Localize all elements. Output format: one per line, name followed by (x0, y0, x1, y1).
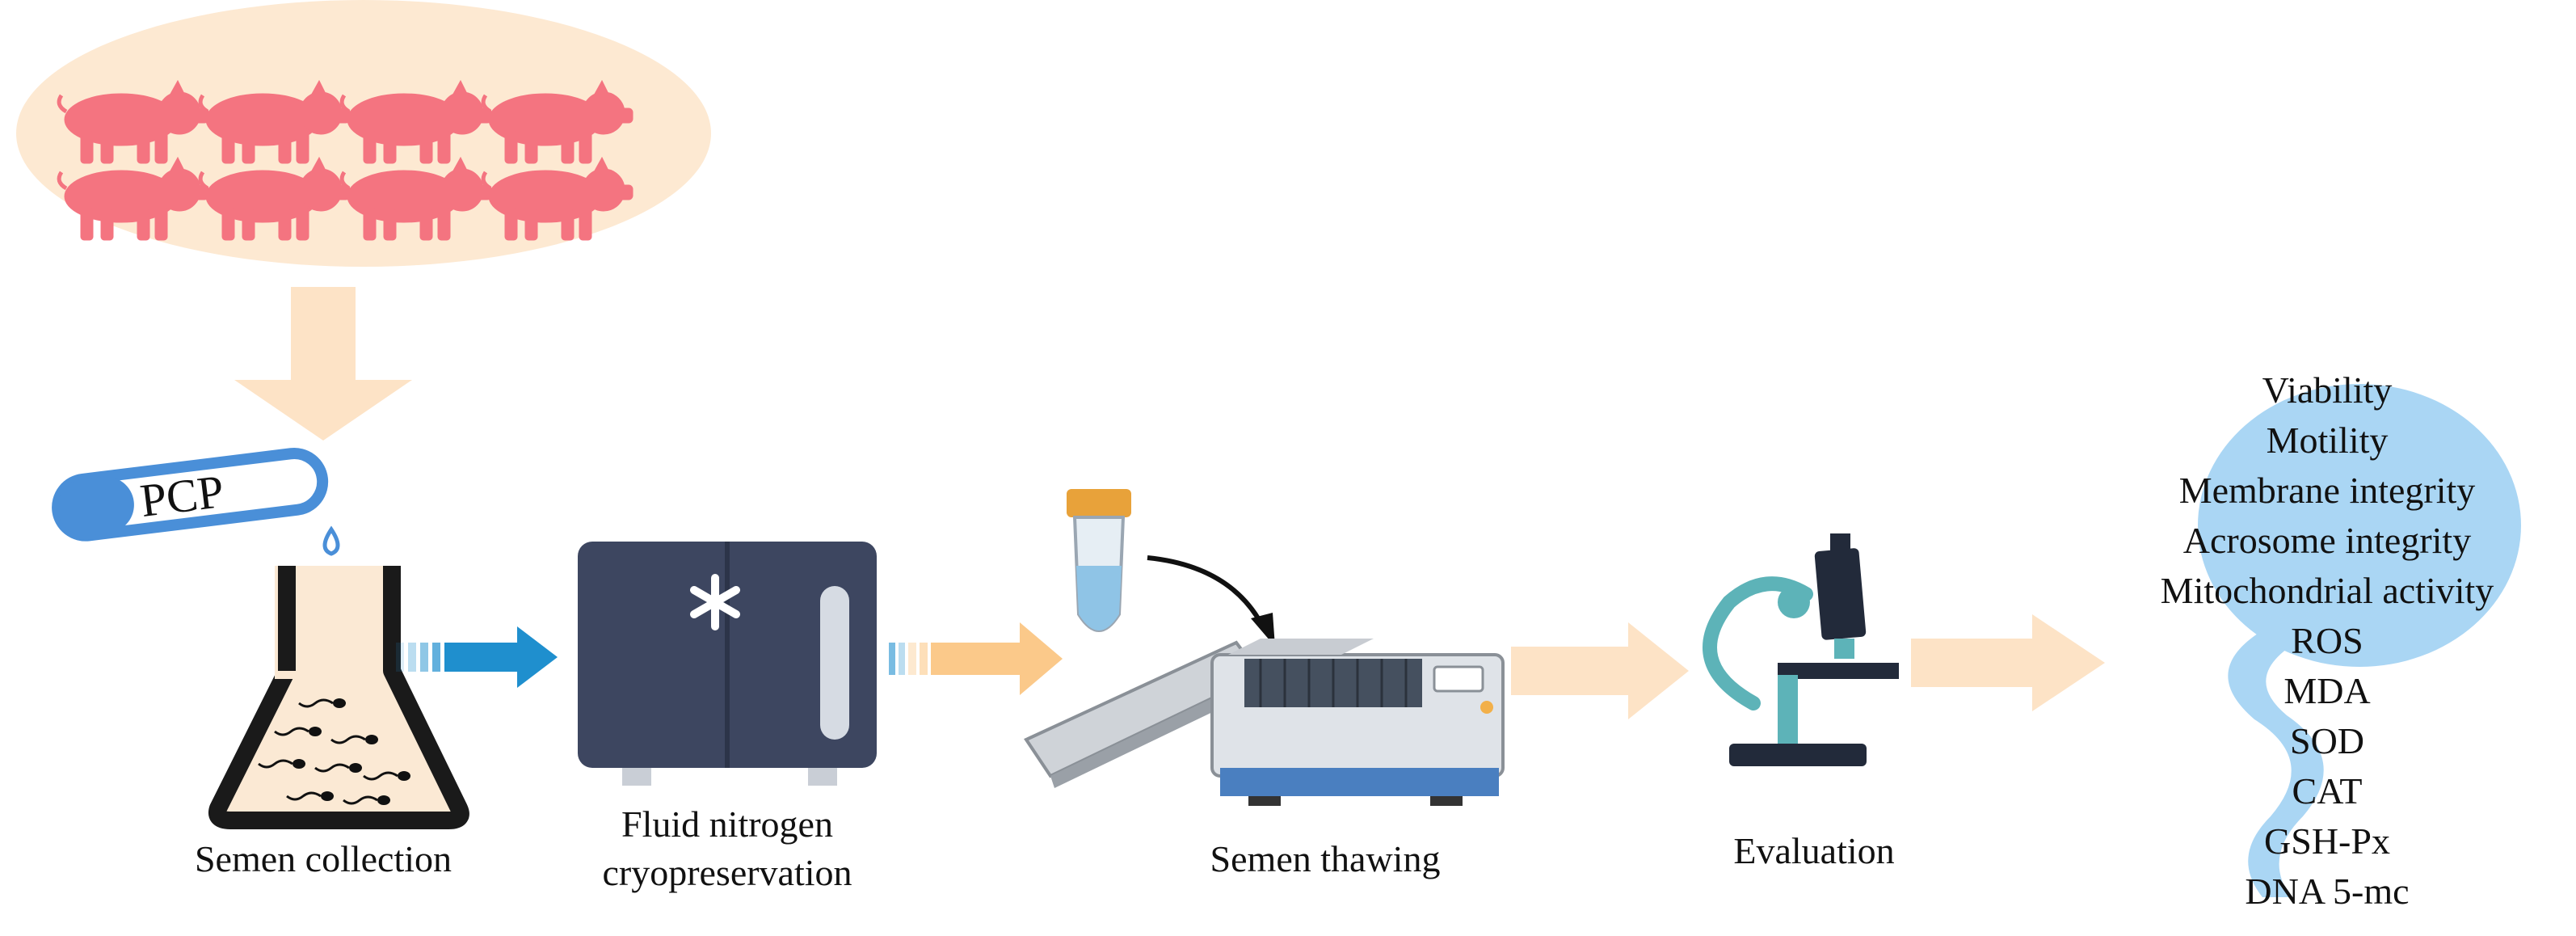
water-bath-icon (1024, 639, 1505, 806)
curved-arrow (1147, 555, 1263, 624)
tube-label: PCP (137, 465, 226, 527)
parameter-item: Acrosome integrity (2183, 520, 2471, 561)
parameter-item: DNA 5-mc (2245, 871, 2409, 912)
snowflake-icon (690, 574, 740, 630)
parameter-item: GSH-Px (2264, 820, 2390, 862)
cryo-label-line1: Fluid nitrogen (621, 803, 833, 845)
cryo-label-line2: cryopreservation (602, 852, 852, 893)
parameter-item: Mitochondrial activity (2161, 570, 2494, 611)
microscope-icon (1703, 533, 1899, 766)
sperm-shape-background (2198, 384, 2521, 897)
evaluation-label: Evaluation (1733, 830, 1894, 871)
peach-arrow-1 (1511, 622, 1689, 719)
parameter-item: Membrane integrity (2179, 470, 2476, 511)
orange-arrow (889, 622, 1063, 695)
parameter-item: ROS (2291, 620, 2363, 661)
parameter-item: SOD (2290, 720, 2364, 761)
flask-icon (208, 566, 469, 829)
pcp-tube-icon: PCP (52, 447, 329, 542)
curved-arrow-head (1251, 613, 1275, 647)
semen-collection-label: Semen collection (195, 838, 452, 879)
blue-arrow (396, 626, 558, 688)
peach-arrow-2 (1911, 614, 2105, 711)
parameter-item: CAT (2292, 770, 2363, 812)
parameter-list: Viability Motility Membrane integrity Ac… (2161, 369, 2494, 912)
parameter-item: Motility (2267, 420, 2389, 461)
semen-thawing-label: Semen thawing (1210, 838, 1441, 879)
down-arrow (234, 287, 412, 441)
parameter-item: Viability (2262, 369, 2393, 411)
freezer-icon (578, 542, 877, 786)
centrifuge-tube-icon (1067, 489, 1131, 632)
parameter-item: MDA (2283, 670, 2370, 711)
